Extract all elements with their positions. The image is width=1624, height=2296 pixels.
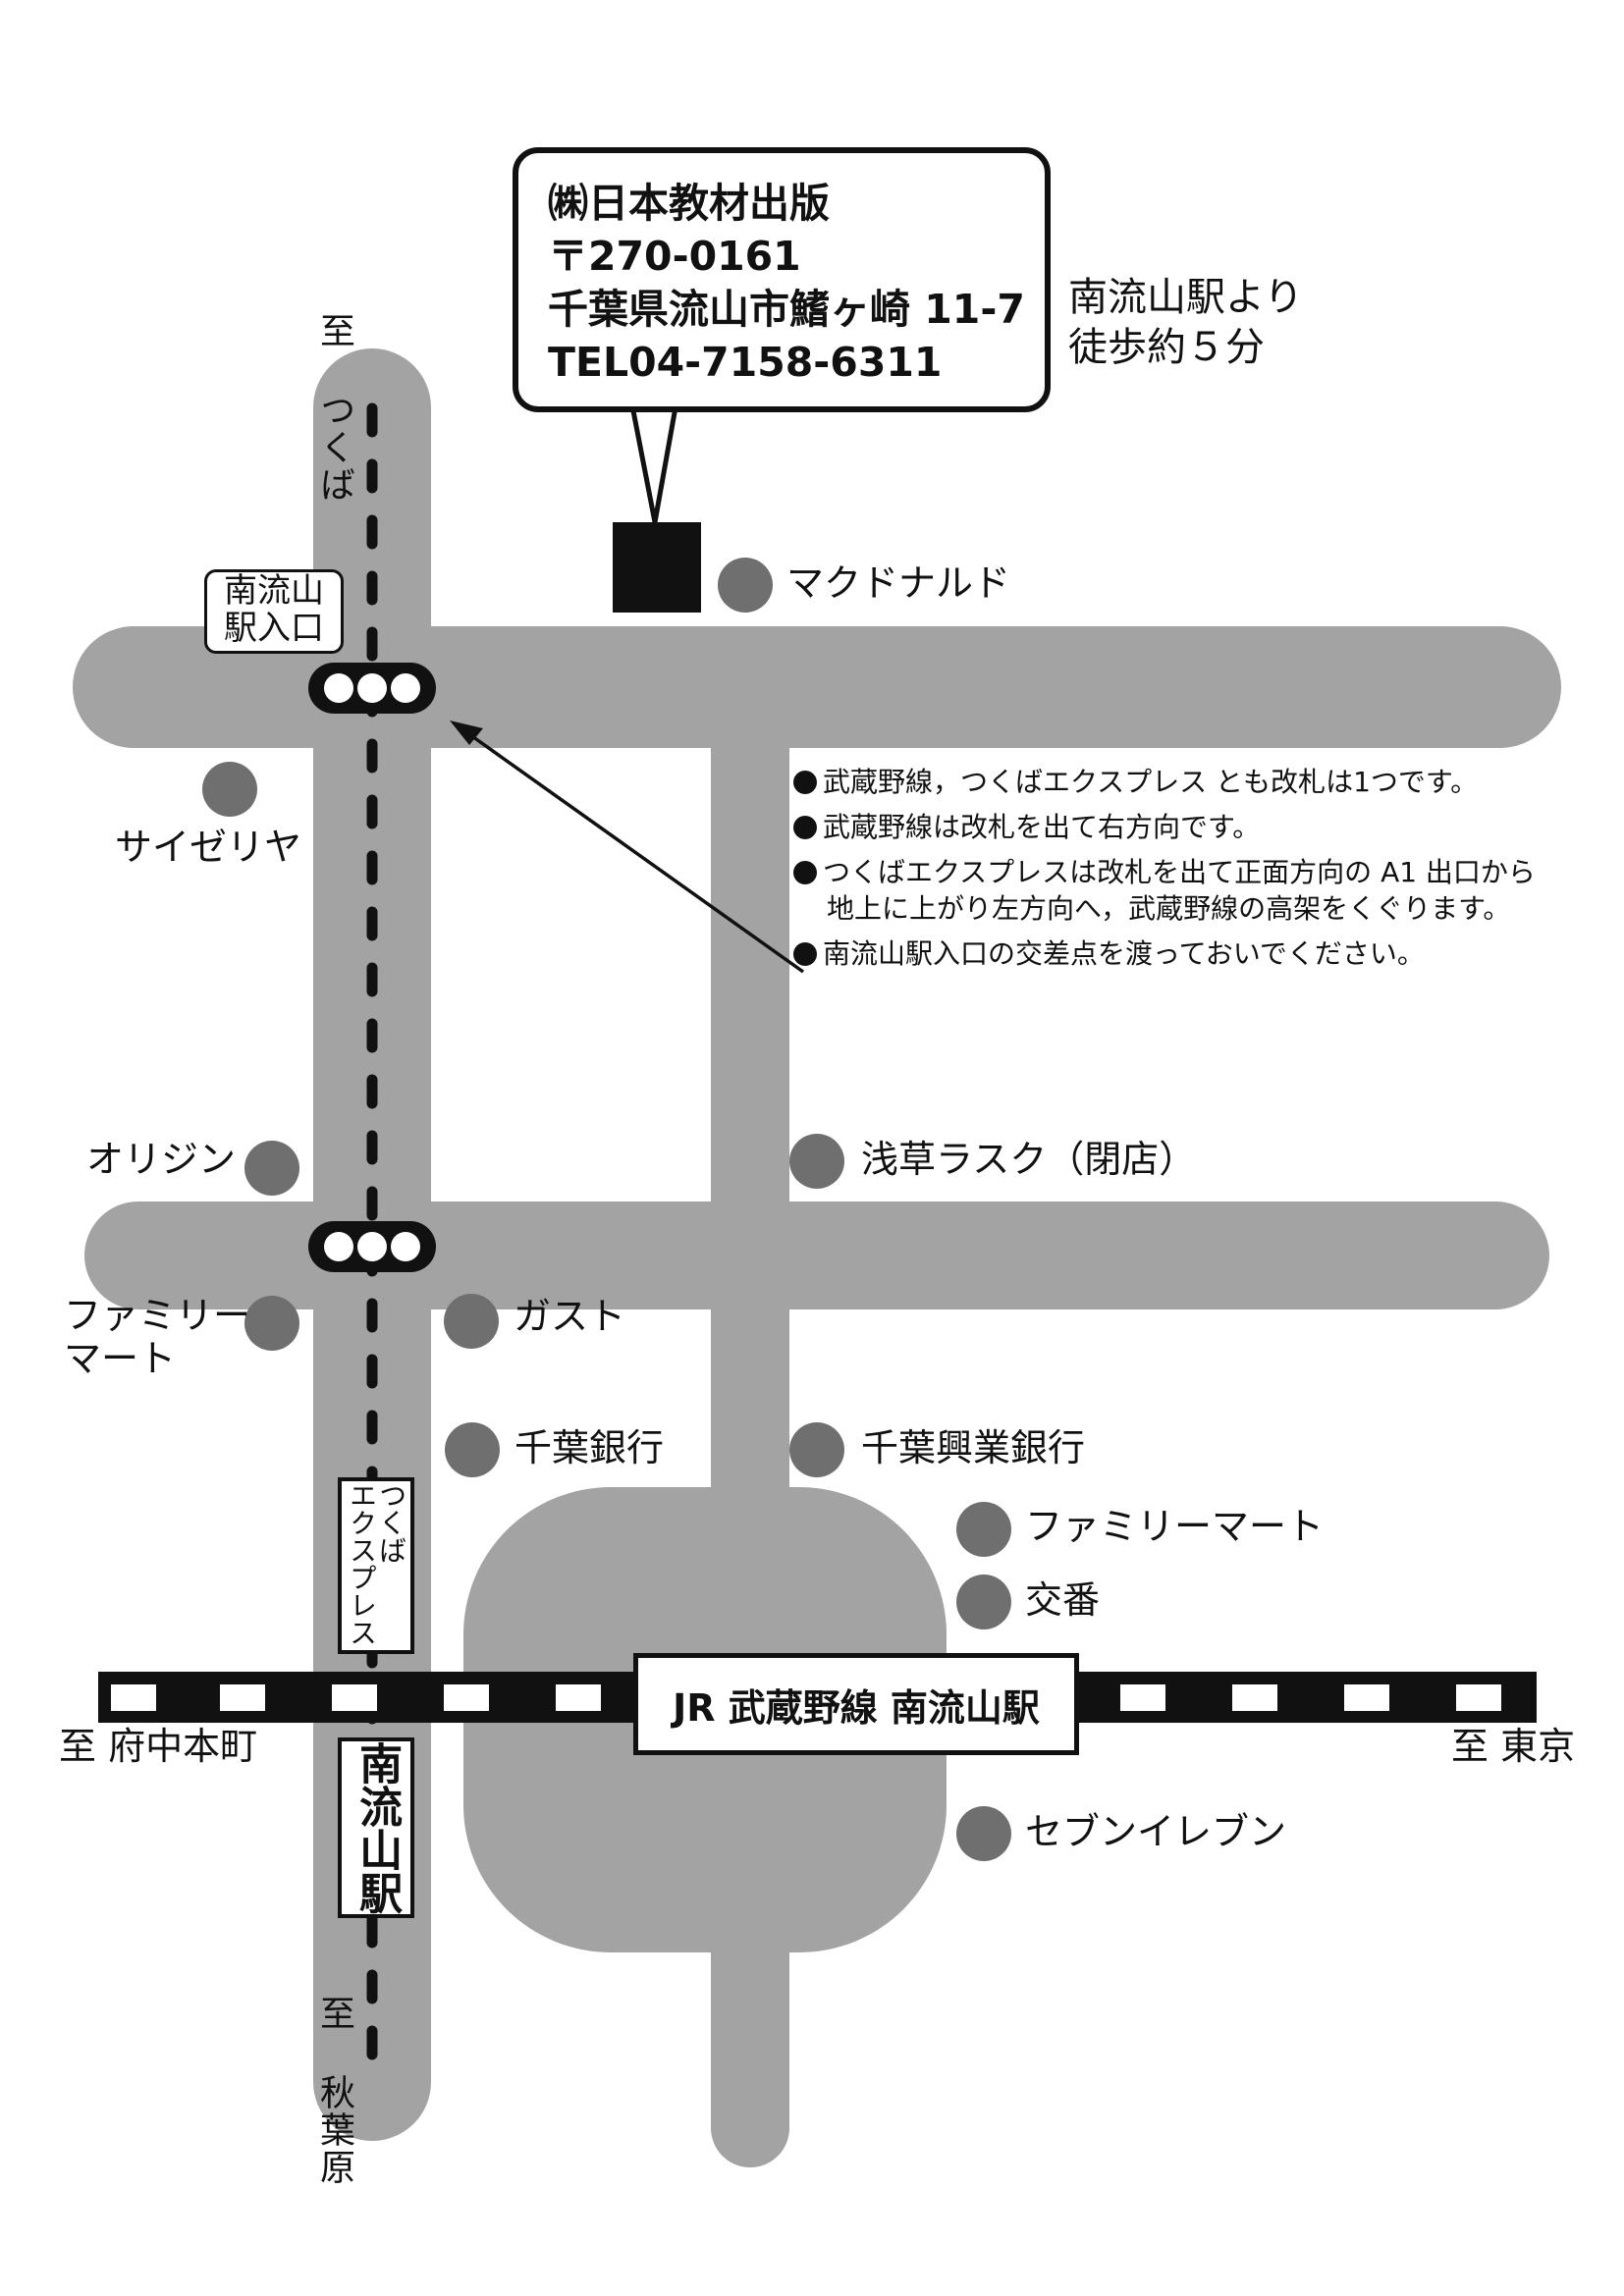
route-arrow bbox=[467, 732, 805, 974]
rail-tie bbox=[444, 1684, 489, 1711]
direction-tokyo: 至 東京 bbox=[1451, 1725, 1576, 1768]
marker-seven-eleven bbox=[956, 1806, 1011, 1861]
note-4: 南流山駅入口の交差点を渡っておいでください。 bbox=[793, 935, 1536, 972]
note-1: 武蔵野線，つくばエクスプレス とも改札は1つです。 bbox=[793, 764, 1536, 800]
note-1-text: 武蔵野線，つくばエクスプレス とも改札は1つです。 bbox=[823, 766, 1479, 798]
tsukuba-express-label: つくば エクスプレス bbox=[338, 1477, 414, 1654]
marker-koban bbox=[956, 1575, 1011, 1629]
marker-chiba-kogyo bbox=[789, 1422, 844, 1477]
phone: TEL04-7158-6311 bbox=[548, 339, 943, 386]
label-origin: オリジン bbox=[86, 1138, 237, 1181]
directions-notes: 武蔵野線，つくばエクスプレス とも改札は1つです。 武蔵野線は改札を出て右方向で… bbox=[793, 764, 1536, 972]
note-4-text: 南流山駅入口の交差点を渡っておいでください。 bbox=[823, 937, 1425, 970]
note-2: 武蔵野線は改札を出て右方向です。 bbox=[793, 809, 1536, 845]
marker-origin bbox=[244, 1141, 299, 1196]
marker-gusto bbox=[444, 1294, 499, 1349]
rail-tie bbox=[111, 1684, 156, 1711]
lamp bbox=[391, 673, 420, 703]
intersection-line-1: 南流山 bbox=[224, 571, 324, 611]
lamp bbox=[357, 673, 387, 703]
bullet-icon bbox=[793, 816, 817, 839]
direction-fuchu-honmachi: 至 府中本町 bbox=[59, 1725, 258, 1768]
marker-familymart-west bbox=[244, 1296, 299, 1351]
rail-tie bbox=[220, 1684, 265, 1711]
label-koban: 交番 bbox=[1025, 1578, 1101, 1622]
traffic-light-middle bbox=[308, 1221, 436, 1272]
company-callout: ㈱日本教材出版 〒270-0161 千葉県流山市鰭ヶ崎 11-7 TEL04-7… bbox=[513, 147, 1051, 412]
rail-tie bbox=[556, 1684, 601, 1711]
intersection-label: 南流山 駅入口 bbox=[204, 569, 344, 654]
label-familymart-west-2: マート bbox=[64, 1337, 177, 1380]
tx-station-name: 南流山駅 bbox=[352, 1741, 403, 1914]
walk-line-2: 徒歩約５分 bbox=[1068, 325, 1265, 370]
lamp bbox=[391, 1232, 420, 1261]
lamp bbox=[357, 1232, 387, 1261]
walk-line-1: 南流山駅より bbox=[1068, 275, 1304, 320]
label-familymart-east: ファミリーマート bbox=[1025, 1505, 1325, 1548]
note-3-text-a: つくばエクスプレスは改札を出て正面方向の A1 出口から bbox=[823, 856, 1536, 888]
traffic-light-north bbox=[308, 663, 436, 714]
label-chiba-kogyo: 千葉興業銀行 bbox=[861, 1426, 1086, 1469]
bullet-icon bbox=[793, 861, 817, 884]
label-chiba-bank: 千葉銀行 bbox=[514, 1426, 665, 1469]
label-mcdonalds: マクドナルド bbox=[786, 561, 1011, 605]
label-asakusa: 浅草ラスク（閉店） bbox=[861, 1138, 1197, 1181]
bullet-icon bbox=[793, 942, 817, 966]
marker-saizeriya bbox=[202, 762, 257, 817]
road-horizontal-north bbox=[73, 626, 1561, 748]
rail-tie bbox=[1456, 1684, 1501, 1711]
tsukuba-express-label-2: エクスプレス bbox=[346, 1481, 378, 1646]
note-3: つくばエクスプレスは改札を出て正面方向の A1 出口から bbox=[793, 854, 1536, 890]
company-name: ㈱日本教材出版 bbox=[548, 180, 830, 227]
label-familymart-west: ファミリー マート bbox=[64, 1294, 250, 1380]
jr-station-label: JR 武蔵野線 南流山駅 bbox=[633, 1653, 1079, 1755]
label-familymart-west-1: ファミリー bbox=[64, 1294, 251, 1337]
lamp bbox=[324, 1232, 353, 1261]
note-3-cont: 地上に上がり左方向へ，武蔵野線の高架をくぐります。 bbox=[827, 892, 1511, 925]
direction-akihabara: 至 秋葉原 bbox=[314, 1995, 354, 2186]
direction-tsukuba: 至 つくば bbox=[314, 312, 354, 504]
road-horizontal-middle bbox=[84, 1201, 1549, 1309]
marker-asakusa bbox=[789, 1134, 844, 1189]
tx-station-label: 南流山駅 bbox=[338, 1737, 414, 1918]
intersection-line-2: 駅入口 bbox=[224, 609, 324, 648]
marker-familymart-east bbox=[956, 1502, 1011, 1557]
tsukuba-express-label-1: つくば bbox=[375, 1481, 407, 1564]
address: 千葉県流山市鰭ヶ崎 11-7 bbox=[548, 286, 1025, 333]
destination-building bbox=[613, 522, 701, 613]
marker-mcdonalds bbox=[718, 558, 773, 613]
label-gusto: ガスト bbox=[514, 1295, 626, 1338]
postal-code: 〒270-0161 bbox=[548, 233, 801, 280]
bullet-icon bbox=[793, 771, 817, 794]
note-2-text: 武蔵野線は改札を出て右方向です。 bbox=[823, 811, 1261, 843]
label-seven-eleven: セブンイレブン bbox=[1025, 1810, 1287, 1853]
rail-tie bbox=[1344, 1684, 1389, 1711]
lamp bbox=[324, 673, 353, 703]
rail-tie bbox=[1232, 1684, 1277, 1711]
walk-time: 南流山駅より 徒歩約５分 bbox=[1068, 273, 1303, 373]
poi-markers bbox=[202, 558, 1011, 1861]
label-saizeriya: サイゼリヤ bbox=[115, 826, 302, 869]
rail-ties bbox=[111, 1684, 1501, 1711]
rail-tie bbox=[332, 1684, 377, 1711]
arrow-head-icon bbox=[450, 721, 483, 745]
marker-chiba-bank bbox=[445, 1422, 500, 1477]
rail-tie bbox=[1120, 1684, 1165, 1711]
